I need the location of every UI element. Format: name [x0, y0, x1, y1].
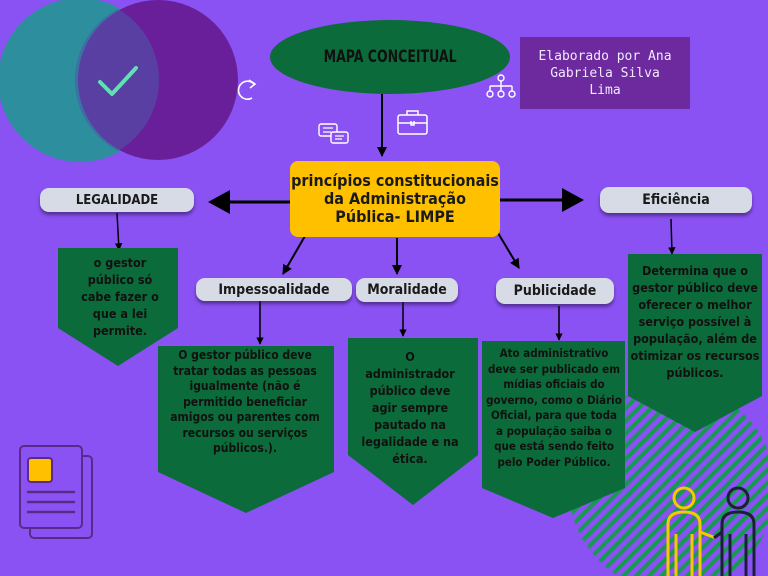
briefcase-icon [397, 110, 428, 135]
publicidade-label: Publicidade [496, 278, 614, 304]
impessoalidade-description: O gestor público deve tratar todas as pe… [170, 348, 320, 455]
publicidade-shape [482, 341, 625, 518]
credit-text: Elaborado por Ana Gabriela Silva Lima [538, 48, 672, 98]
check-icon [98, 66, 138, 96]
moralidade-label: Moralidade [356, 278, 458, 302]
eficiencia-shape [628, 254, 762, 432]
publicidade-description: Ato administrativo deve ser publicado em… [486, 346, 622, 469]
people-icon [666, 486, 756, 576]
moralidade-shape [348, 338, 478, 505]
eficiencia-label: Eficiência [600, 187, 752, 213]
refresh-icon [237, 79, 257, 101]
central-concept-box: princípios constitucionais da Administra… [290, 161, 500, 237]
legalidade-shape [58, 248, 178, 366]
org-chart-icon [486, 74, 516, 98]
impessoalidade-shape [158, 346, 334, 513]
moralidade-description: O administrador público deve agir sempre… [361, 349, 459, 466]
legalidade-description: o gestor público só cabe fazer o que a l… [81, 255, 159, 338]
document-icon [19, 445, 93, 539]
circle-overlap [74, 9, 159, 151]
eficiencia-description: Determina que o gestor público deve ofer… [630, 263, 760, 380]
title-text: MAPA CONCEITUAL [323, 47, 457, 67]
impessoalidade-label: Impessoalidade [196, 278, 352, 301]
central-concept-text: princípios constitucionais da Administra… [291, 171, 499, 226]
credit-box: Elaborado por Ana Gabriela Silva Lima [520, 37, 690, 109]
title-oval: MAPA CONCEITUAL [270, 20, 510, 94]
legalidade-label: LEGALIDADE [40, 188, 194, 212]
chat-bubbles-icon [318, 123, 349, 144]
